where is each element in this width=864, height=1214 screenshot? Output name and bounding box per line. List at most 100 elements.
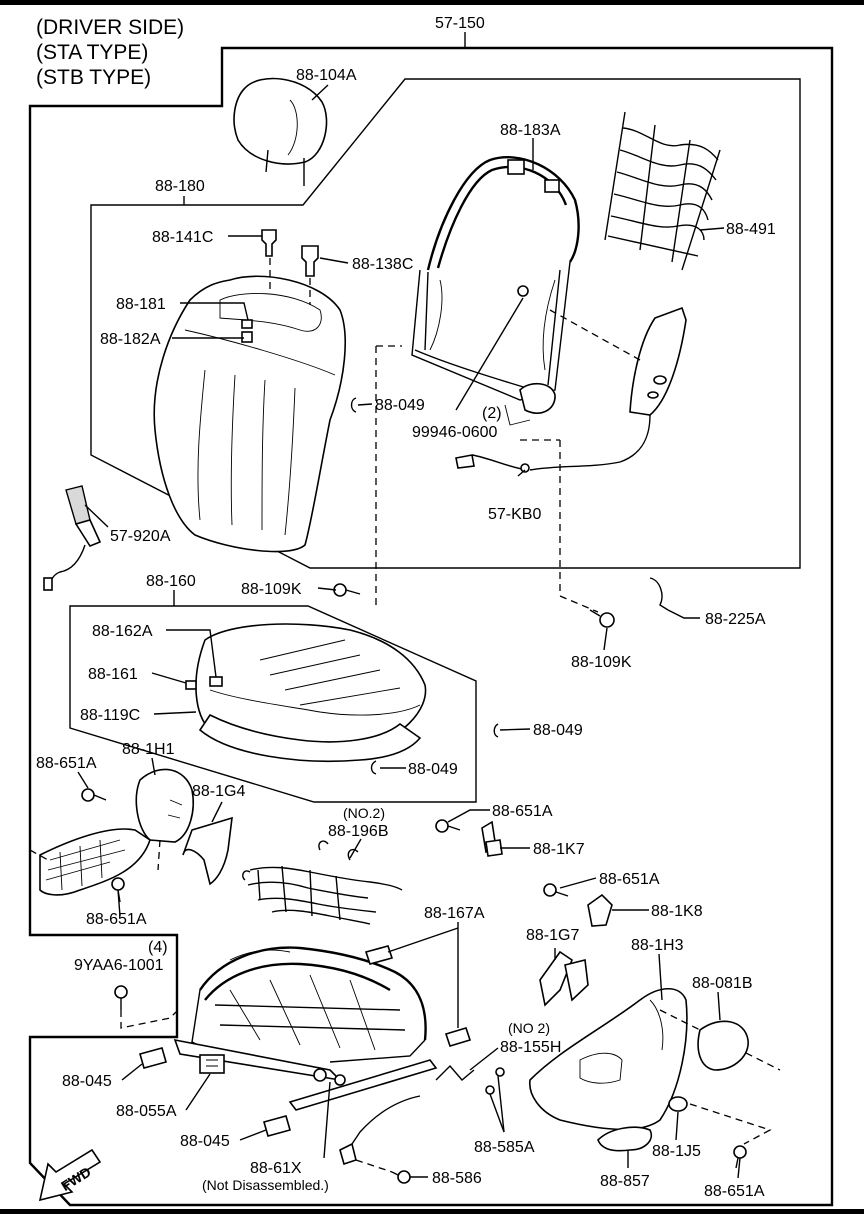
seat-frame-part bbox=[173, 946, 438, 1111]
cover-1G7-part bbox=[539, 950, 589, 1007]
label-88-138C: 88-138C bbox=[352, 256, 413, 273]
label-88-045-a: 88-045 bbox=[62, 1073, 112, 1090]
label-57-150: 57-150 bbox=[435, 15, 485, 32]
clip-88-049-b bbox=[493, 723, 499, 738]
label-88-045-b: 88-045 bbox=[180, 1133, 230, 1150]
label-88-857: 88-857 bbox=[600, 1173, 650, 1190]
label-88-1G4: 88-1G4 bbox=[192, 783, 245, 800]
label-88-049-c: 88-049 bbox=[408, 761, 458, 778]
label-qty-4: (4) bbox=[148, 939, 168, 956]
label-88-109K-b: 88-109K bbox=[571, 654, 632, 671]
bolt-88-109K-b bbox=[589, 609, 615, 628]
header-sta-type: (STA TYPE) bbox=[36, 41, 148, 64]
top-border-bar bbox=[0, 0, 864, 5]
label-88-1J5: 88-1J5 bbox=[652, 1143, 701, 1160]
label-99946-0600: 99946-0600 bbox=[412, 424, 498, 441]
label-not-disassembled: (Not Disassembled.) bbox=[202, 1177, 329, 1193]
label-88-1G7: 88-1G7 bbox=[526, 927, 579, 944]
cover-1G4-part bbox=[182, 816, 233, 886]
seatback-group-outline bbox=[90, 78, 801, 569]
label-88-1H1: 88-1H1 bbox=[122, 741, 175, 758]
dashed-guide-c bbox=[559, 440, 599, 613]
label-88-049-b: 88-049 bbox=[533, 722, 583, 739]
dashed-guide-e bbox=[355, 1159, 393, 1173]
clip-585A-part bbox=[485, 1067, 505, 1095]
label-88-225A: 88-225A bbox=[705, 611, 766, 628]
label-88-651A-d: 88-651A bbox=[86, 911, 147, 928]
bolt-88-109K-a bbox=[333, 583, 361, 597]
wire-155H-part bbox=[339, 1064, 475, 1166]
label-88-167A: 88-167A bbox=[424, 905, 485, 922]
seatback-cover-part bbox=[153, 275, 346, 553]
fwd-arrow-icon: FWD bbox=[38, 1148, 102, 1202]
label-88-1H3: 88-1H3 bbox=[631, 937, 684, 954]
seat-cushion-part bbox=[185, 623, 427, 763]
label-88-109K-a: 88-109K bbox=[241, 581, 302, 598]
label-88-182A: 88-182A bbox=[100, 331, 161, 348]
label-88-61X: 88-61X bbox=[250, 1160, 302, 1177]
clip-88-049-c bbox=[370, 760, 377, 775]
label-88-651A-e: 88-651A bbox=[704, 1183, 765, 1200]
label-88-651A-c: 88-651A bbox=[599, 871, 660, 888]
label-9YAA6-1001: 9YAA6-1001 bbox=[74, 957, 164, 974]
bolt-88-651A-d bbox=[543, 883, 569, 897]
label-88-651A-a: 88-651A bbox=[36, 755, 97, 772]
label-88-141C: 88-141C bbox=[152, 229, 213, 246]
label-88-161: 88-161 bbox=[88, 666, 138, 683]
label-88-1K7: 88-1K7 bbox=[533, 841, 585, 858]
label-88-585A: 88-585A bbox=[474, 1139, 535, 1156]
label-88-651A-b: 88-651A bbox=[492, 803, 553, 820]
clip-88-049-a bbox=[350, 397, 357, 413]
leader-lines bbox=[77, 32, 741, 1179]
label-57-920A: 57-920A bbox=[110, 528, 171, 545]
bolt-586-part bbox=[391, 1170, 411, 1184]
label-88-081B: 88-081B bbox=[692, 975, 753, 992]
bolt-9YAA6-part bbox=[114, 985, 177, 1029]
side-shield-1H1-part bbox=[29, 768, 194, 896]
header-driver-side: (DRIVER SIDE) bbox=[36, 16, 184, 39]
side-panel-part bbox=[455, 306, 687, 473]
cover-167A-a bbox=[364, 945, 394, 965]
label-88-491: 88-491 bbox=[726, 221, 776, 238]
label-88-181: 88-181 bbox=[116, 296, 166, 313]
cover-045-b bbox=[263, 1115, 291, 1137]
seatback-frame-part bbox=[411, 156, 580, 426]
side-shield-1H3-part bbox=[529, 987, 781, 1131]
header-stb-type: (STB TYPE) bbox=[36, 66, 151, 89]
knob-081B-part bbox=[697, 1020, 749, 1071]
label-88-162A: 88-162A bbox=[92, 623, 153, 640]
cover-045-a bbox=[139, 1047, 167, 1069]
bracket-1K8-part bbox=[587, 893, 613, 927]
bolt-88-651A-c bbox=[435, 819, 461, 833]
cover-055A-part bbox=[199, 1054, 225, 1074]
cover-167A-b bbox=[444, 1027, 472, 1047]
label-88-196B: 88-196B bbox=[328, 823, 389, 840]
headrest-part bbox=[233, 77, 328, 186]
label-88-049-a: 88-049 bbox=[375, 397, 425, 414]
label-88-586: 88-586 bbox=[432, 1170, 482, 1187]
label-57-KB0: 57-KB0 bbox=[488, 506, 541, 523]
label-88-104A: 88-104A bbox=[296, 67, 357, 84]
cover-857-part bbox=[597, 1126, 652, 1152]
bottom-border-bar bbox=[0, 1209, 864, 1214]
label-88-180: 88-180 bbox=[155, 178, 205, 195]
bolt-box-outline bbox=[30, 934, 178, 1038]
headrest-guide-parts bbox=[241, 229, 319, 343]
label-qty-2: (2) bbox=[482, 405, 502, 422]
label-no2-a: (NO.2) bbox=[343, 805, 385, 821]
dashed-guide-f bbox=[689, 1103, 772, 1145]
label-88-160: 88-160 bbox=[146, 573, 196, 590]
label-88-183A: 88-183A bbox=[500, 122, 561, 139]
harness-88-225A bbox=[649, 577, 669, 611]
knob-1J5-part bbox=[668, 1096, 688, 1112]
cushion-spring-part bbox=[242, 840, 403, 925]
label-no2-b: (NO 2) bbox=[508, 1020, 550, 1036]
bolt-88-651A-a bbox=[81, 788, 107, 802]
seatbelt-buckle-part bbox=[43, 485, 102, 591]
seatback-spring-part bbox=[604, 111, 721, 271]
bracket-1K7-part bbox=[481, 820, 503, 857]
label-88-1K8: 88-1K8 bbox=[651, 903, 703, 920]
label-88-155H: 88-155H bbox=[500, 1039, 561, 1056]
label-88-055A: 88-055A bbox=[116, 1103, 177, 1120]
